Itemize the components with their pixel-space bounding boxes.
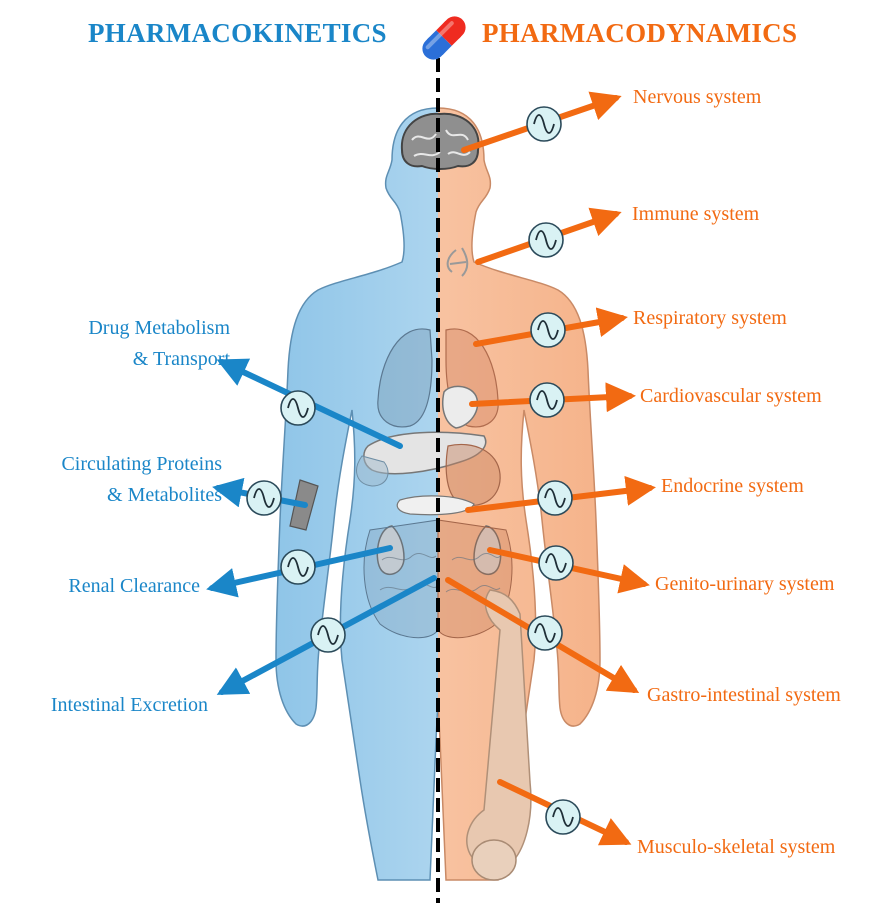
label-immune-system: Immune system [632, 198, 759, 230]
label-line: Circulating Proteins [61, 449, 222, 480]
label-drug-metabolism-transport: Drug Metabolism & Transport [88, 313, 230, 375]
label-circulating-proteins-metabolites: Circulating Proteins & Metabolites [61, 449, 222, 511]
label-genito-urinary-system: Genito-urinary system [655, 568, 834, 600]
sine-wave-icon [281, 550, 315, 584]
label-cardiovascular-system: Cardiovascular system [640, 380, 822, 412]
sine-wave-icon [528, 616, 562, 650]
sine-wave-icon [311, 618, 345, 652]
sine-wave-icon [531, 313, 565, 347]
label-line: & Transport [88, 344, 230, 375]
sine-wave-icon [247, 481, 281, 515]
sine-wave-icon [538, 481, 572, 515]
sine-wave-icon [529, 223, 563, 257]
label-line: Drug Metabolism [88, 313, 230, 344]
sine-wave-icon [527, 107, 561, 141]
capsule-icon [418, 12, 470, 64]
label-line: & Metabolites [61, 480, 222, 511]
sine-wave-icon [281, 391, 315, 425]
label-musculo-skeletal-system: Musculo-skeletal system [637, 831, 835, 863]
sine-wave-icon [530, 383, 564, 417]
sine-wave-icon [539, 546, 573, 580]
pharmacokinetics-header: PHARMACOKINETICS [88, 18, 387, 49]
label-gastro-intestinal-system: Gastro-intestinal system [647, 679, 841, 711]
label-nervous-system: Nervous system [633, 81, 761, 113]
pharmacodynamics-header: PHARMACODYNAMICS [482, 18, 797, 49]
label-respiratory-system: Respiratory system [633, 302, 787, 334]
label-endocrine-system: Endocrine system [661, 470, 804, 502]
label-renal-clearance: Renal Clearance [68, 570, 200, 602]
sine-wave-icon [546, 800, 580, 834]
label-intestinal-excretion: Intestinal Excretion [51, 689, 208, 721]
